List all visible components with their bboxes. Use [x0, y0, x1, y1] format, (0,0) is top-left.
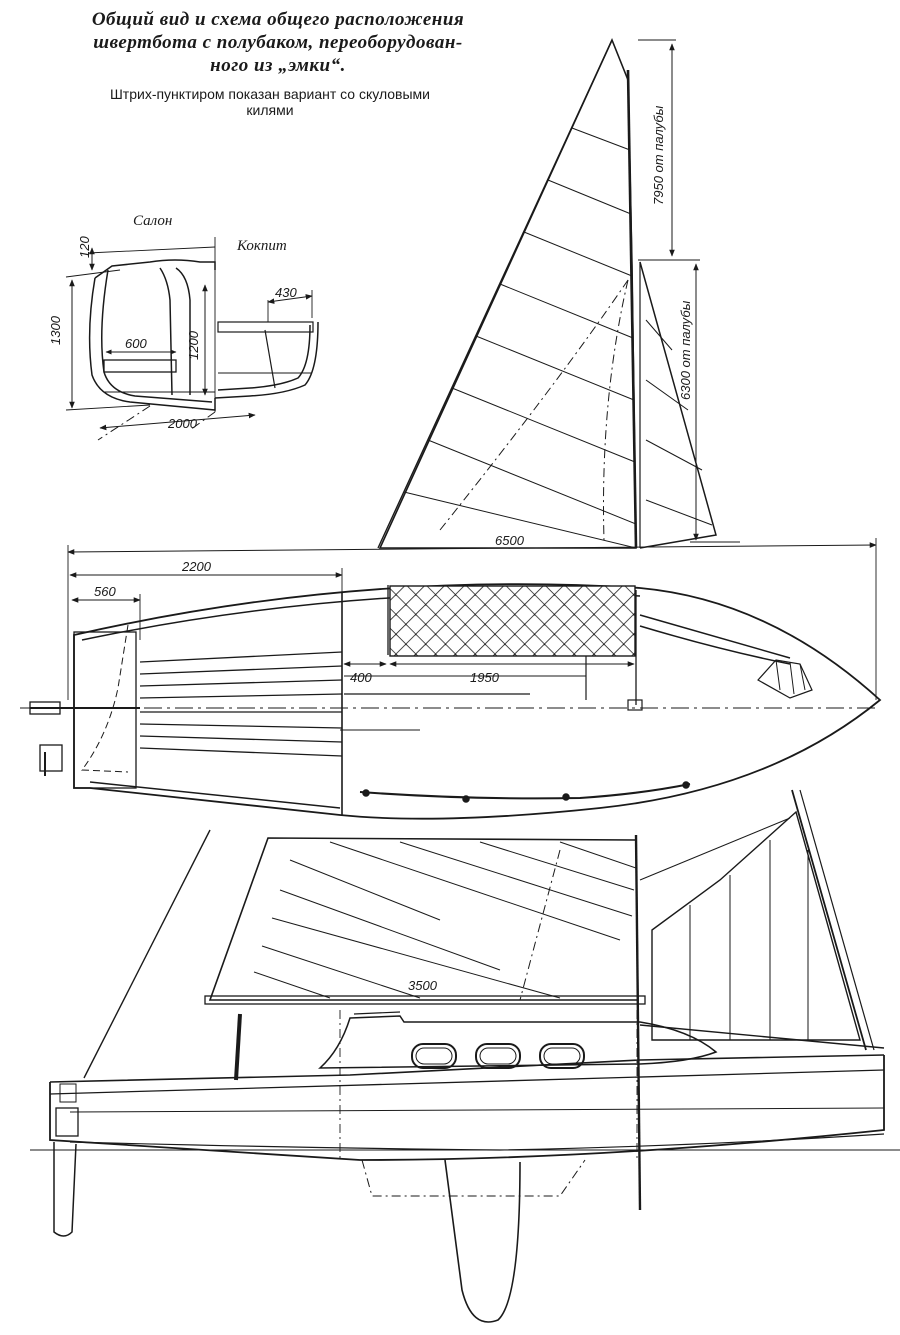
title-line-2: швертбота с полубаком, переоборудован- [93, 32, 463, 53]
dim-boom-3500: 3500 [408, 978, 438, 993]
dim-400: 400 [350, 670, 372, 685]
subtitle-line-2: килями [246, 102, 294, 118]
label-salon: Салон [133, 213, 172, 229]
dim-2200: 2200 [181, 559, 212, 574]
drawing-title: Общий вид и схема общего расположения шв… [28, 8, 528, 77]
dim-jib-6300: 6300 от палубы [678, 300, 693, 400]
side-profile-view [30, 789, 900, 1323]
dim-cabin-1200: 1200 [186, 330, 201, 360]
sail-plan-view [377, 37, 740, 549]
dim-1950: 1950 [470, 670, 500, 685]
dim-mast-7950: 7950 от палубы [651, 105, 666, 205]
title-line-1: Общий вид и схема общего расположения [91, 9, 465, 30]
label-cockpit: Кокпит [236, 238, 287, 254]
cross-section-view [65, 237, 319, 441]
dim-top-120: 120 [77, 236, 92, 258]
deck-plan-view [20, 538, 882, 820]
dim-cockpit-430: 430 [275, 285, 297, 300]
dim-base-2000: 2000 [167, 416, 198, 431]
dim-560: 560 [94, 584, 116, 599]
drawing-subtitle: Штрих-пунктиром показан вариант со скуло… [30, 86, 510, 118]
dim-height-1300: 1300 [48, 315, 63, 345]
title-line-3: ного из „эмки“. [210, 55, 346, 76]
dim-berth-600: 600 [125, 336, 147, 351]
dim-boom-6500: 6500 [495, 533, 525, 548]
subtitle-line-1: Штрих-пунктиром показан вариант со скуло… [109, 86, 431, 102]
